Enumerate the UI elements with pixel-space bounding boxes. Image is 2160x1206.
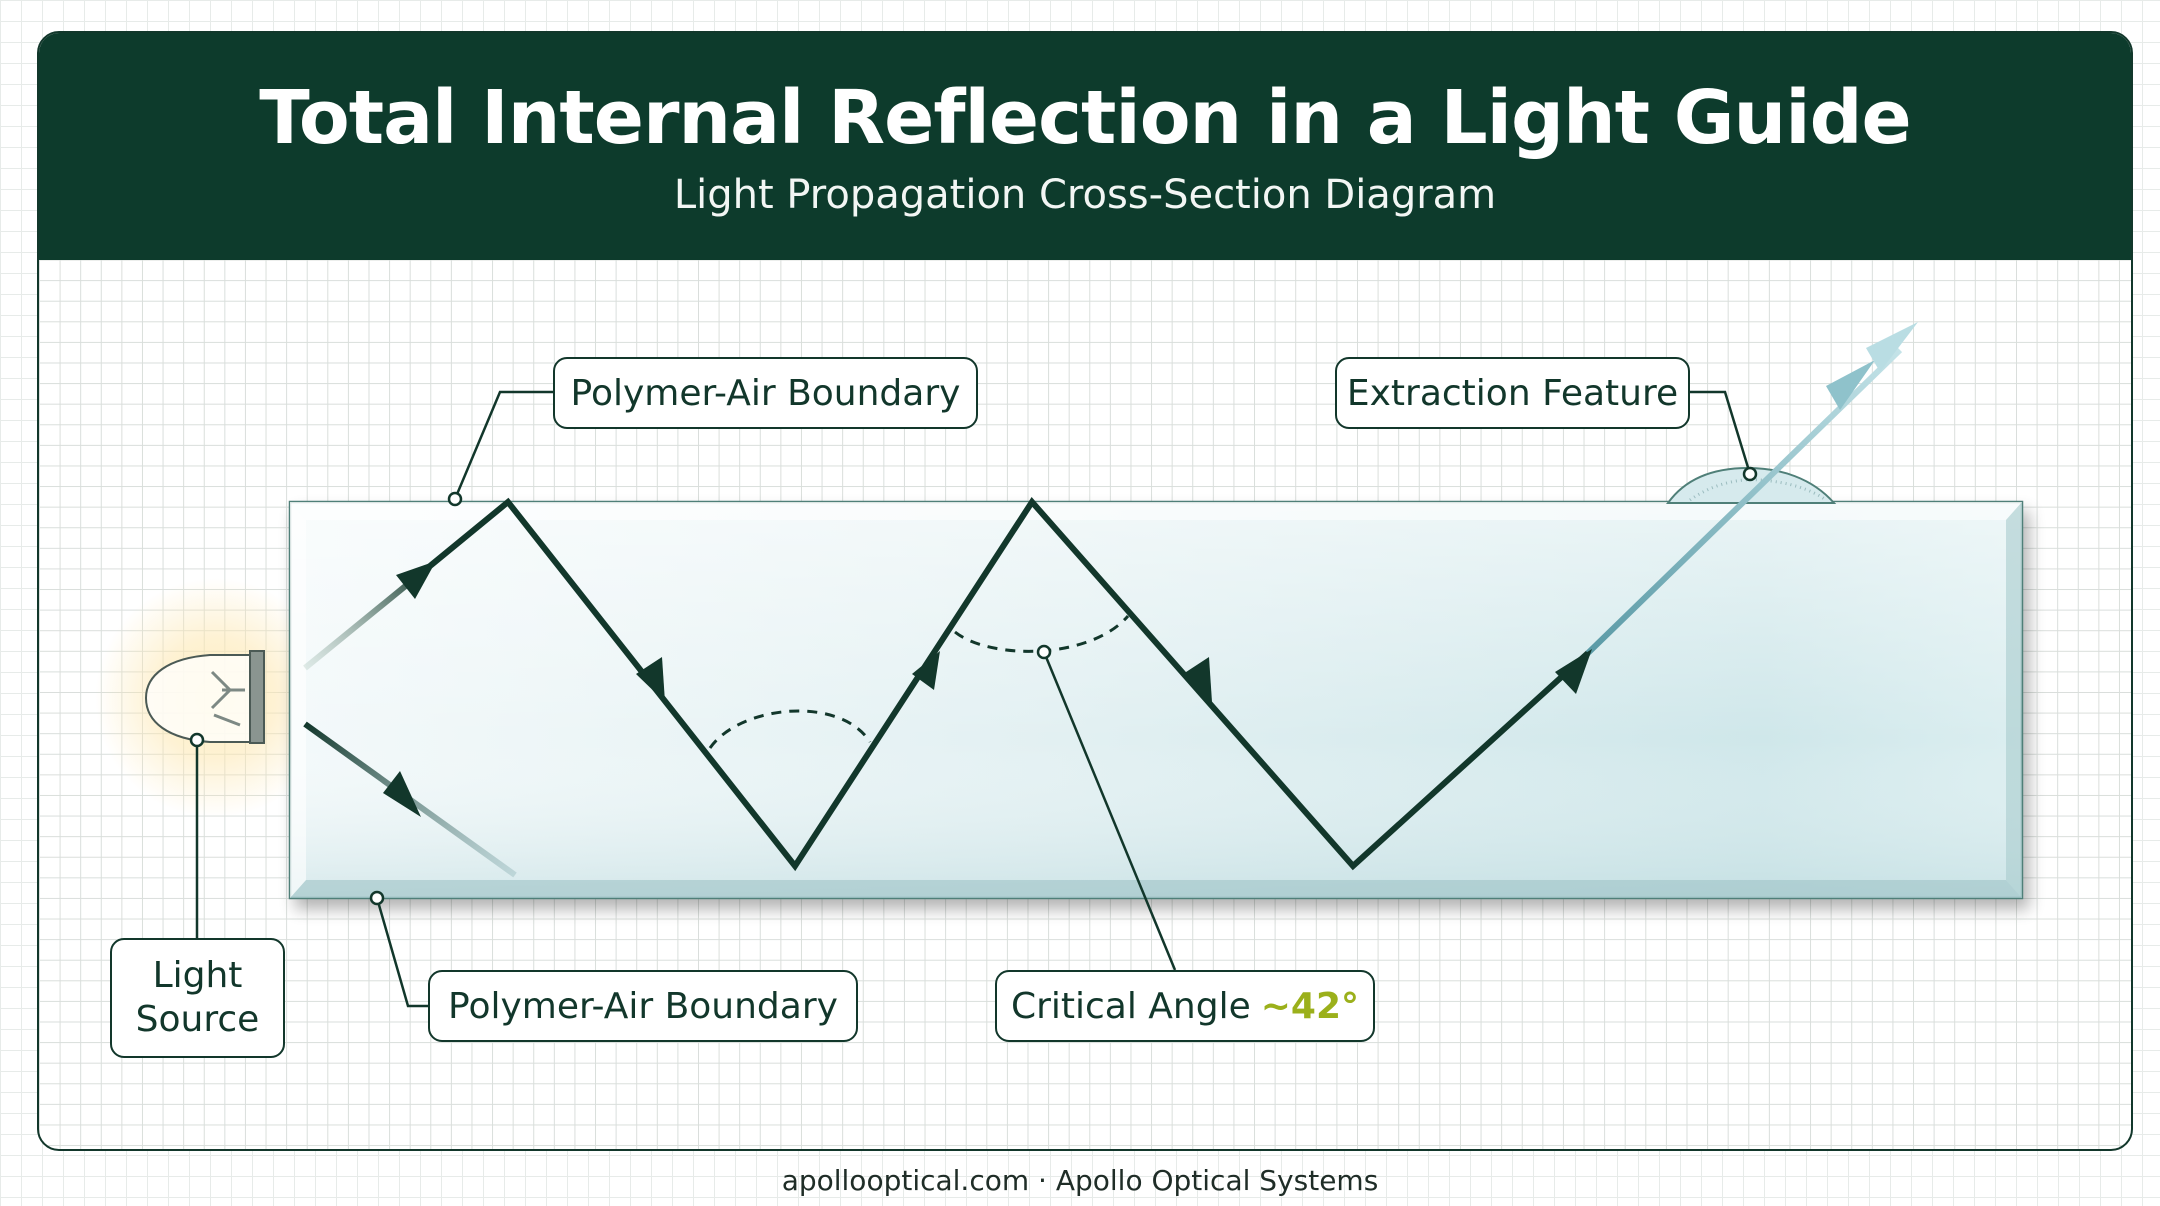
extraction-feature-text: Extraction Feature	[1346, 372, 1679, 414]
header-banner: Total Internal Reflection in a Light Gui…	[39, 33, 2131, 260]
critical-angle-text: Critical Angle	[1010, 985, 1251, 1027]
angle-arc-upper	[954, 615, 1130, 653]
ray-arrow-2	[383, 771, 421, 817]
bottom-boundary-text: Polymer-Air Boundary	[448, 985, 838, 1027]
page-title: Total Internal Reflection in a Light Gui…	[259, 75, 1912, 161]
ray-arrow-5	[1183, 657, 1212, 702]
angle-arc-lower	[708, 709, 872, 749]
top-boundary-text: Polymer-Air Boundary	[570, 372, 961, 414]
leader-lines	[195, 390, 1752, 1008]
footer-credit: apollooptical.com · Apollo Optical Syste…	[781, 1164, 1379, 1197]
bottom-boundary-label: Polymer-Air Boundary	[428, 970, 858, 1042]
critical-angle-value: ~42°	[1260, 985, 1360, 1027]
ray-arrow-3	[636, 657, 665, 702]
page-subtitle: Light Propagation Cross-Section Diagram	[673, 172, 1497, 218]
top-boundary-label: Polymer-Air Boundary	[553, 357, 978, 429]
exit-arrow-1	[1826, 360, 1875, 410]
extraction-feature-label: Extraction Feature	[1335, 357, 1690, 429]
ray-arrow-6	[1555, 649, 1592, 694]
exit-arrow-2	[1866, 322, 1918, 372]
led-icon	[144, 650, 265, 744]
leader-dots	[189, 466, 1758, 906]
light-source-text-line2: Source	[135, 999, 260, 1040]
light-guide	[288, 500, 2024, 900]
ray-arrow-1	[396, 561, 436, 599]
light-source-label: Light Source	[110, 938, 285, 1058]
reflected-ray	[428, 497, 1591, 872]
light-source-text-line1: Light	[152, 955, 243, 996]
ray-arrow-4	[912, 651, 940, 690]
critical-angle-label: Critical Angle ~42°	[995, 970, 1375, 1042]
exit-ray	[1585, 347, 1903, 656]
